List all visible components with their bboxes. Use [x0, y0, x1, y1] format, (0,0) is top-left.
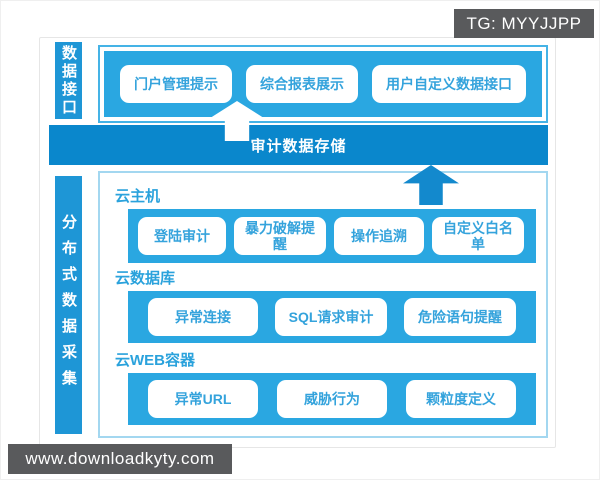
button-abnormal-url: 异常URL	[148, 380, 258, 418]
site-watermark-label: www.downloadkyty.com	[8, 444, 232, 474]
audit-data-storage-label: 审计数据存储	[250, 137, 347, 155]
data-interface-section-fill: 门户管理提示 综合报表展示 用户自定义数据接口	[104, 51, 542, 117]
button-operation-trace: 操作追溯	[334, 217, 424, 255]
site-watermark-text: www.downloadkyty.com	[25, 449, 215, 468]
distributed-collection-section: 云主机 登陆审计 暴力破解提醒 操作追溯 自定义白名单 云数据库 异常连接 SQ…	[98, 171, 548, 438]
group-label-cloud-database: 云数据库	[115, 270, 176, 287]
group-label-cloud-web-container: 云WEB容器	[115, 352, 195, 369]
button-login-audit: 登陆审计	[138, 217, 226, 255]
tg-watermark-text: TG: MYYJJPP	[466, 13, 582, 33]
button-sql-request-audit: SQL请求审计	[275, 298, 387, 336]
group-label-cloud-host: 云主机	[115, 188, 161, 205]
button-custom-whitelist: 自定义白名单	[432, 217, 524, 255]
cloud-host-bar: 登陆审计 暴力破解提醒 操作追溯 自定义白名单	[128, 209, 536, 263]
button-custom-data-interface: 用户自定义数据接口	[372, 65, 526, 103]
cloud-web-container-bar: 异常URL 威胁行为 颗粒度定义	[128, 373, 536, 425]
tg-watermark-label: TG: MYYJJPP	[454, 9, 594, 38]
button-abnormal-connection: 异常连接	[148, 298, 258, 336]
data-interface-section: 门户管理提示 综合报表展示 用户自定义数据接口	[98, 45, 548, 123]
button-portal-management: 门户管理提示	[120, 65, 232, 103]
side-label-data-interface: 数据接口	[55, 42, 82, 119]
button-bruteforce-alert: 暴力破解提醒	[234, 217, 326, 255]
cloud-database-bar: 异常连接 SQL请求审计 危险语句提醒	[128, 291, 536, 343]
button-dangerous-statement: 危险语句提醒	[404, 298, 516, 336]
button-threat-behavior: 威胁行为	[277, 380, 387, 418]
button-report-display: 综合报表展示	[246, 65, 358, 103]
side-label-distributed-collection: 分布式数据采集	[55, 176, 82, 434]
button-granularity-define: 颗粒度定义	[406, 380, 516, 418]
audit-data-storage-bar: 审计数据存储	[49, 125, 548, 165]
